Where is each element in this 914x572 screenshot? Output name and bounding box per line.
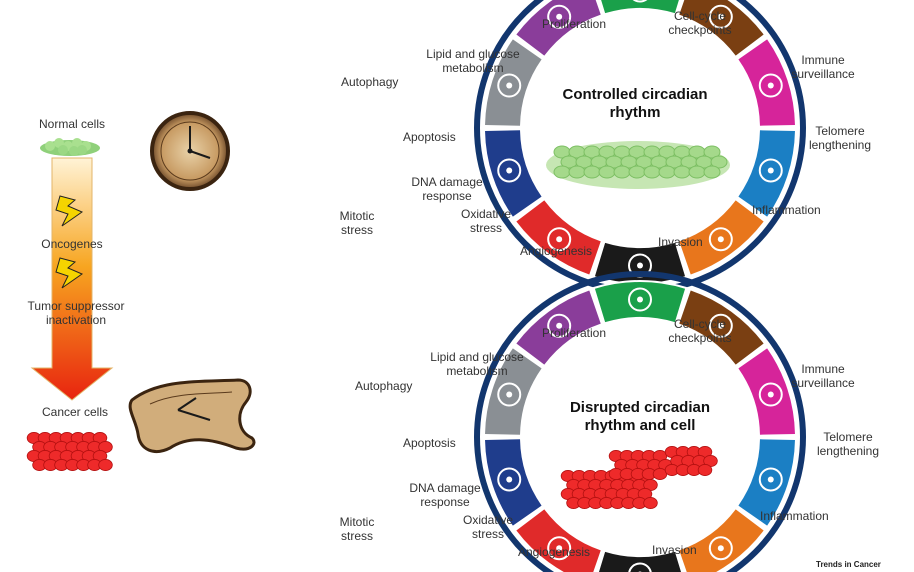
green-cell bbox=[710, 155, 728, 169]
label-autophagy: Autophagy bbox=[355, 379, 413, 393]
label-immune: Immune surveillance bbox=[791, 53, 855, 81]
hallmark-segment bbox=[598, 551, 682, 572]
hallmark-segment bbox=[485, 130, 542, 217]
label-invasion: Invasion bbox=[658, 235, 703, 249]
disrupted-rhythm-title: Disrupted circadian rhythm and cell bbox=[569, 399, 711, 434]
label-inflammation: Inflammation bbox=[752, 203, 821, 217]
label-angiogenesis: Angiogenesis bbox=[520, 244, 593, 258]
label-mitotic: Mitotic stress bbox=[339, 209, 375, 237]
disrupted-cells-icon bbox=[560, 446, 718, 509]
lightning-icon bbox=[55, 195, 84, 227]
arrow-icon bbox=[632, 0, 648, 3]
label-proliferation: Proliferation bbox=[542, 17, 607, 31]
clock-icon bbox=[150, 111, 230, 191]
label-apoptosis: Apoptosis bbox=[403, 436, 456, 450]
green-cell bbox=[703, 165, 721, 179]
label-proliferation: Proliferation bbox=[542, 326, 607, 340]
top-hallmark-wheel bbox=[474, 0, 806, 294]
infinity-icon bbox=[758, 158, 783, 183]
atom-icon bbox=[547, 4, 572, 29]
label-immune: Immune surveillance bbox=[791, 362, 855, 390]
label-invasion: Invasion bbox=[652, 543, 697, 557]
green-cell bbox=[583, 165, 601, 179]
green-cell bbox=[613, 165, 631, 179]
plus-icon bbox=[497, 73, 522, 98]
source-credit: Trends in Cancer bbox=[816, 560, 881, 569]
hallmark-segment bbox=[738, 39, 795, 126]
atom-icon bbox=[547, 313, 572, 338]
green-cell bbox=[643, 165, 661, 179]
stop-icon bbox=[708, 313, 733, 338]
normal-cells-label: Normal cells bbox=[38, 117, 105, 131]
dna-icon bbox=[497, 158, 522, 183]
label-oxidative: Oxidative stress bbox=[460, 207, 512, 235]
cancer-cells-icon bbox=[26, 432, 113, 471]
wheel-center bbox=[522, 319, 758, 555]
plus-icon bbox=[497, 382, 522, 407]
label-angiogenesis: Angiogenesis bbox=[518, 545, 591, 559]
label-apoptosis: Apoptosis bbox=[403, 130, 456, 144]
hallmark-segment bbox=[738, 130, 795, 217]
label-telomere: Telomere lengthening bbox=[808, 124, 872, 152]
hallmark-segment bbox=[485, 348, 542, 435]
red-cell bbox=[697, 464, 713, 476]
cancer-cells-label: Cancer cells bbox=[41, 405, 109, 419]
hallmark-segment bbox=[738, 348, 795, 435]
label-dna-damage: DNA damage response bbox=[411, 175, 483, 203]
controlled-rhythm-title: Controlled circadian rhythm bbox=[562, 86, 708, 121]
lightning-icon bbox=[55, 257, 84, 289]
green-cell bbox=[673, 165, 691, 179]
green-cell bbox=[598, 165, 616, 179]
tube-icon bbox=[547, 536, 572, 561]
wheel-outer-ring bbox=[474, 271, 806, 572]
tumor-suppressor-label: Tumor suppressor inactivation bbox=[27, 299, 125, 327]
wheel-center bbox=[522, 10, 758, 246]
label-lipid: Lipid and glucose metabolism bbox=[426, 47, 520, 75]
label-autophagy: Autophagy bbox=[341, 75, 399, 89]
oncogenes-label: Oncogenes bbox=[41, 237, 103, 251]
label-telomere: Telomere lengthening bbox=[816, 430, 880, 458]
green-cell bbox=[688, 165, 706, 179]
label-mitotic: Mitotic stress bbox=[339, 515, 375, 543]
tube-icon bbox=[547, 227, 572, 252]
red-cell bbox=[643, 497, 658, 509]
green-cell bbox=[553, 165, 571, 179]
green-cell bbox=[658, 165, 676, 179]
hallmark-segment bbox=[738, 439, 795, 526]
stop-icon bbox=[708, 4, 733, 29]
label-dna-damage: DNA damage response bbox=[409, 481, 481, 509]
hallmark-segment bbox=[679, 509, 764, 572]
melting-clock-icon bbox=[128, 378, 256, 453]
label-oxidative: Oxidative stress bbox=[462, 513, 514, 541]
label-cell-cycle: Cell-cycle checkpoints bbox=[668, 317, 732, 345]
arrow-icon bbox=[628, 287, 652, 312]
controlled-cells-icon bbox=[546, 141, 730, 189]
infinity-icon bbox=[758, 467, 783, 492]
flame-icon bbox=[708, 227, 733, 252]
normal-cells-icon bbox=[40, 138, 100, 156]
pacman-icon bbox=[758, 73, 783, 98]
green-cell bbox=[628, 165, 646, 179]
pacman-icon bbox=[758, 382, 783, 407]
hallmark-segment bbox=[601, 0, 679, 14]
red-cell bbox=[652, 468, 668, 480]
red-cell bbox=[98, 459, 113, 471]
label-cell-cycle: Cell-cycle checkpoints bbox=[668, 9, 732, 37]
label-lipid: Lipid and glucose metabolism bbox=[430, 350, 524, 378]
hallmark-segment bbox=[485, 439, 542, 526]
flame-icon bbox=[708, 536, 733, 561]
green-cell bbox=[568, 165, 586, 179]
green-cell bbox=[703, 145, 721, 159]
label-inflammation: Inflammation bbox=[760, 509, 829, 523]
dna-icon bbox=[497, 467, 522, 492]
hallmark-segment bbox=[485, 39, 542, 126]
hallmark-segment bbox=[516, 509, 601, 572]
